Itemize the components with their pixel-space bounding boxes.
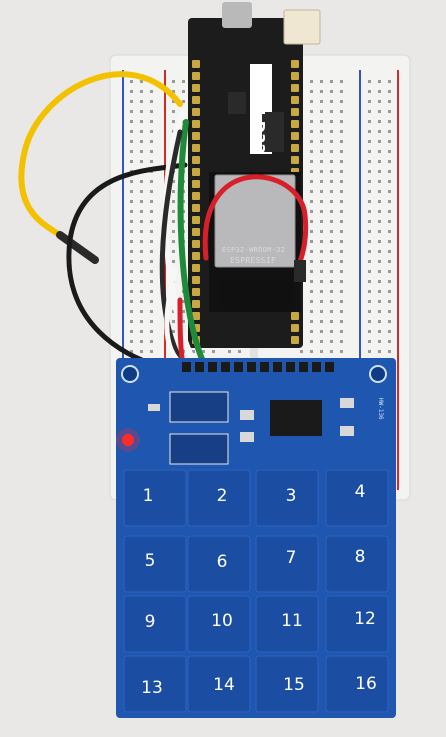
key-label: 8 (354, 547, 366, 567)
module-label: ESP32-WROOM-32 (222, 246, 286, 254)
keypad-model: HW-136 (377, 398, 384, 420)
key-label: 2 (216, 486, 228, 506)
module-vendor: ESPRESSIF (230, 256, 277, 265)
key-label: 6 (216, 552, 228, 572)
board-logo: LOLIN D32 (250, 66, 268, 155)
key-label: 9 (144, 612, 156, 632)
key-label: 7 (285, 548, 297, 568)
key-label: 4 (354, 482, 366, 502)
key-label: 1 (142, 486, 154, 506)
key-label: 16 (355, 674, 377, 694)
key-label: 13 (141, 678, 163, 698)
lolin-d32-board (188, 2, 321, 348)
key-label: 5 (144, 551, 156, 571)
key-label: 15 (283, 675, 305, 695)
key-label: 3 (285, 486, 297, 506)
key-label: 12 (354, 609, 376, 629)
key-label: 11 (281, 611, 303, 631)
key-label: 10 (211, 611, 233, 631)
power-led (122, 434, 134, 446)
touch-keypad-pcb (116, 358, 396, 718)
key-label: 14 (213, 675, 235, 695)
